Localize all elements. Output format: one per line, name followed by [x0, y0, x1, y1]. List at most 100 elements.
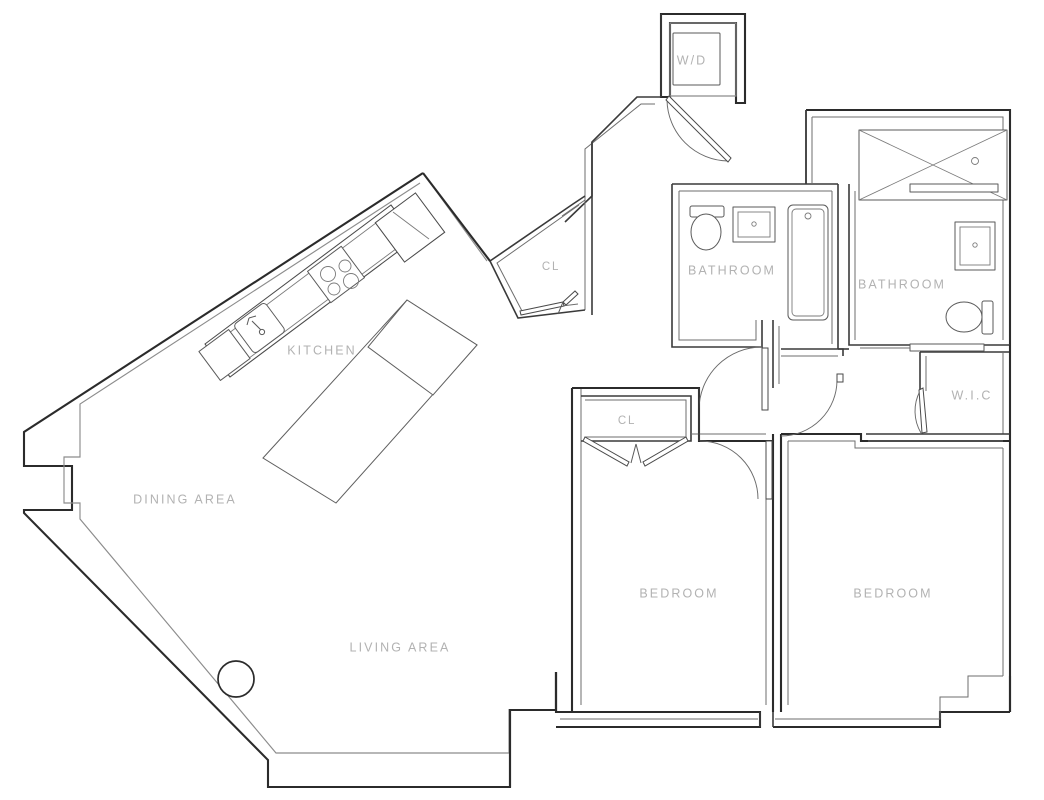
wic-door-leaf	[918, 387, 928, 434]
bath1-tub	[787, 204, 829, 321]
closet-bed1-walls-inner	[585, 399, 687, 438]
living-column	[217, 660, 255, 698]
door-laundry[interactable]	[665, 95, 732, 163]
closet-bed1: CL	[581, 386, 773, 443]
bath1-tub-drain	[804, 212, 812, 220]
bedroom2-door-arc	[780, 379, 838, 437]
bath2-shower	[858, 129, 1008, 201]
bedroom2-door-hinge	[836, 373, 844, 383]
misc-partitions	[698, 110, 849, 727]
kitchen-sink-faucet	[251, 320, 263, 332]
dining-label: DINING AREA	[133, 492, 237, 506]
door-wic[interactable]	[914, 387, 928, 434]
kitchen-burner-2	[338, 259, 352, 273]
washer-dryer-unit	[672, 32, 721, 86]
living-bottom-right-step	[508, 672, 558, 787]
kitchen-top-right-wall-outer	[422, 172, 491, 262]
kitchen-burner-3	[343, 273, 359, 289]
laundry-door-arc	[666, 99, 729, 162]
bedroom1-door-leaf	[765, 440, 773, 500]
bath1-label: BATHROOM	[688, 263, 776, 277]
bedroom1-left-wall	[554, 388, 574, 714]
closet-bed1-walls	[581, 395, 692, 442]
laundry-closet: W/D	[659, 12, 747, 105]
bath1-vanity-basin	[737, 211, 771, 238]
laundry-door-leaf	[665, 95, 732, 163]
bath2-toilet	[945, 300, 994, 335]
closet-bed1-label: CL	[618, 415, 636, 427]
closet-bed1-right-wall	[691, 386, 773, 443]
bath1-toilet	[689, 205, 725, 251]
wic-label: W.I.C	[951, 388, 992, 402]
living-dining: DINING AREA LIVING AREA	[133, 492, 451, 698]
bathroom-1: BATHROOM	[671, 183, 839, 349]
door-bed1[interactable]	[699, 440, 773, 500]
bath2-outer-walls	[806, 108, 1012, 345]
kitchen-burner-1	[320, 266, 336, 282]
kitchen-sink-drain	[258, 328, 266, 336]
kitchen-sink	[234, 303, 285, 353]
kitchen-cooktop	[307, 245, 365, 304]
bath2-toilet-bowl	[945, 301, 983, 333]
kitchen-dishwasher	[198, 329, 251, 381]
kitchen-fridge	[374, 192, 446, 263]
closet-entry-bifold-left	[519, 301, 565, 316]
bedroom2-bottom-step-inner	[775, 675, 1003, 720]
kitchen-fridge-body	[374, 192, 446, 263]
corridor-wall-inner	[561, 103, 655, 217]
bath1-walls	[671, 184, 763, 348]
bath1-toilet-bowl	[690, 213, 722, 251]
bath1-door-arc	[698, 346, 763, 411]
closet-entry-bifold-right	[562, 290, 579, 306]
laundry-closet-inner	[669, 22, 737, 97]
hall-threshold	[781, 348, 844, 356]
kitchen-island	[262, 299, 478, 504]
bath2-outer-walls-inner	[812, 116, 1004, 340]
bath1-tub-body	[787, 204, 829, 321]
bath1-vanity	[732, 206, 776, 243]
kitchen-sink-handles	[246, 315, 257, 326]
door-closet-bed1[interactable]	[582, 436, 689, 467]
corridor-wall-outer	[564, 96, 661, 223]
wic-shelf	[909, 343, 985, 352]
bath2-shower-drain	[971, 157, 979, 165]
bedroom2-label: BEDROOM	[853, 586, 932, 600]
bath2-vanity-counter	[954, 221, 996, 271]
closet-bed1-bifold-center	[630, 443, 642, 464]
kitchen: KITCHEN	[198, 172, 491, 504]
living-label: LIVING AREA	[350, 640, 451, 654]
bath1-tub-inner	[791, 208, 825, 317]
main-living-envelope	[22, 172, 558, 789]
bath1-vanity-counter	[732, 206, 776, 243]
closet-entry-bifold-pivot	[557, 301, 564, 315]
bedroom2-top-wall	[781, 432, 1010, 443]
door-closet-entry[interactable]	[519, 290, 579, 316]
bath2-toilet-tank	[981, 300, 994, 335]
bath1-vanity-drain	[751, 221, 757, 227]
bathroom-2: BATHROOM	[805, 108, 1012, 346]
bath2-vanity	[954, 221, 996, 271]
living-outer-wall	[22, 172, 558, 789]
bath2-vanity-drain	[972, 242, 978, 248]
door-bed2[interactable]	[780, 373, 844, 437]
kitchen-label: KITCHEN	[287, 343, 357, 357]
laundry-label: W/D	[677, 53, 708, 67]
bedroom1-label: BEDROOM	[639, 586, 718, 600]
bedroom-1: BEDROOM	[554, 386, 775, 729]
bath2-label: BATHROOM	[858, 277, 946, 291]
door-bath1[interactable]	[698, 346, 769, 411]
bedroom1-door-arc	[699, 440, 759, 500]
bath2-vanity-basin	[959, 226, 991, 266]
bath1-walls-inner	[678, 191, 757, 341]
kitchen-island-end-section	[367, 299, 478, 396]
bath1-door-leaf	[761, 347, 769, 411]
closet-entry-label: CL	[542, 261, 560, 273]
entry-corridor-walls	[561, 14, 662, 315]
living-inner-wall	[63, 182, 510, 754]
bath2-shower-curb	[909, 183, 999, 193]
closet-bed1-bifold-left	[582, 436, 630, 467]
bedroom2-top-wall-inner	[788, 440, 1003, 449]
kitchen-cooktop-body	[307, 245, 365, 304]
